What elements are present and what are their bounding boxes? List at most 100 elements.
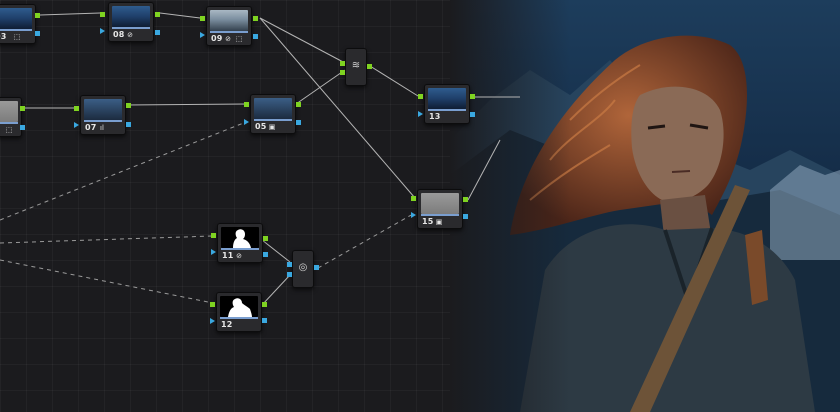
node-11-output[interactable] — [263, 236, 268, 241]
node-13[interactable]: 13 — [424, 84, 470, 124]
edge-dash-key-15 — [317, 213, 414, 269]
node-bar — [210, 31, 248, 33]
node-label: 11 — [222, 251, 234, 260]
node-bar — [112, 27, 150, 29]
disabled-node-icon: ⊘ — [127, 31, 133, 39]
node-05-key-input[interactable] — [244, 119, 249, 125]
node-05-key-output[interactable] — [296, 120, 301, 125]
layer-mixer-node[interactable]: ≋ — [345, 48, 367, 86]
node-label: 03 — [0, 32, 7, 41]
node-09-key-input[interactable] — [200, 32, 205, 38]
layer-mixer-output[interactable] — [367, 64, 372, 69]
node-bar — [0, 122, 18, 124]
node-08-key-input[interactable] — [100, 28, 105, 34]
window-icon: ⬚ — [13, 33, 21, 41]
node-13-input[interactable] — [418, 94, 423, 99]
node-07-key-output[interactable] — [126, 122, 131, 127]
node-08-key-output[interactable] — [155, 30, 160, 35]
disabled-node-icon: ⊘ — [236, 252, 242, 260]
node-11[interactable]: 11 ⊘ — [217, 223, 263, 263]
node-left-partial[interactable]: ⬚ — [0, 97, 22, 137]
key-mixer-icon: ◎ — [298, 262, 308, 273]
edge-dash-05 — [0, 121, 247, 221]
qualifier-icon: ıl — [100, 124, 104, 132]
node-thumbnail — [0, 8, 32, 29]
node-15[interactable]: 15 ▣ — [417, 189, 463, 229]
window-icon: ▣ — [268, 123, 276, 131]
silhouette-matte — [228, 298, 252, 317]
layer-mixer-input-2[interactable] — [340, 70, 345, 75]
node-thumbnail — [221, 227, 259, 248]
node-05[interactable]: 05 ▣ — [250, 94, 296, 134]
node-07-key-input[interactable] — [74, 122, 79, 128]
node-05-input[interactable] — [244, 102, 249, 107]
node-bar — [421, 214, 459, 216]
node-08[interactable]: 08 ⊘ — [108, 2, 154, 42]
node-09-input[interactable] — [200, 16, 205, 21]
edge-05-layer — [295, 69, 346, 105]
node-12[interactable]: 12 — [216, 292, 262, 332]
node-thumbnail — [421, 193, 459, 214]
node-08-output[interactable] — [155, 12, 160, 17]
node-03-key-output[interactable] — [35, 31, 40, 36]
node-15-output[interactable] — [463, 197, 468, 202]
node-label: 12 — [221, 320, 233, 329]
viewer-image — [450, 0, 840, 412]
node-15-key-output[interactable] — [463, 214, 468, 219]
node-thumbnail — [428, 88, 466, 109]
node-03-output[interactable] — [35, 13, 40, 18]
node-12-input[interactable] — [210, 302, 215, 307]
node-11-input[interactable] — [211, 233, 216, 238]
node-07[interactable]: 07 ıl — [80, 95, 126, 135]
node-thumbnail — [112, 6, 150, 27]
node-07-input[interactable] — [74, 106, 79, 111]
node-07-output[interactable] — [126, 103, 131, 108]
node-left-key-output[interactable] — [20, 125, 25, 130]
node-09-output[interactable] — [253, 16, 258, 21]
node-13-output[interactable] — [470, 94, 475, 99]
key-mixer-output[interactable] — [314, 265, 319, 270]
layer-mixer-input-1[interactable] — [340, 61, 345, 66]
edge-09-layer — [259, 17, 346, 64]
node-label: 09 — [211, 34, 223, 43]
node-bar — [84, 120, 122, 122]
edge-dash-12 — [0, 259, 214, 304]
layer-mixer-icon: ≋ — [351, 60, 361, 71]
node-thumbnail — [254, 98, 292, 119]
node-03[interactable]: 03 ⬚ — [0, 4, 36, 44]
node-bar — [254, 119, 292, 121]
key-mixer-input-1[interactable] — [287, 262, 292, 267]
node-left-output[interactable] — [20, 106, 25, 111]
key-mixer-node[interactable]: ◎ — [292, 250, 314, 288]
edge-12-key — [261, 274, 291, 306]
node-label: 13 — [429, 112, 441, 121]
window-icon: ▣ — [435, 218, 443, 226]
node-05-output[interactable] — [296, 102, 301, 107]
node-09-key-output[interactable] — [253, 34, 258, 39]
node-thumbnail — [0, 101, 18, 122]
node-13-key-input[interactable] — [418, 111, 423, 117]
node-09[interactable]: 09 ⊘ ⬚ — [206, 6, 252, 46]
edge-layer-13 — [369, 65, 419, 97]
edge-03-08 — [39, 12, 101, 16]
node-11-key-output[interactable] — [263, 252, 268, 257]
node-08-input[interactable] — [100, 12, 105, 17]
node-12-key-input[interactable] — [210, 318, 215, 324]
node-15-input[interactable] — [411, 196, 416, 201]
node-label: 07 — [85, 123, 97, 132]
node-bar — [220, 317, 258, 319]
node-label: 08 — [113, 30, 125, 39]
node-label: 05 — [255, 122, 267, 131]
edge-08-09 — [159, 12, 201, 19]
disabled-node-icon: ⊘ — [225, 35, 231, 43]
node-13-key-output[interactable] — [470, 112, 475, 117]
node-12-key-output[interactable] — [262, 318, 267, 323]
node-thumbnail — [220, 296, 258, 317]
key-mixer-input-2[interactable] — [287, 272, 292, 277]
node-15-key-input[interactable] — [411, 212, 416, 218]
node-12-output[interactable] — [262, 302, 267, 307]
node-11-key-input[interactable] — [211, 249, 216, 255]
silhouette-matte — [233, 229, 251, 248]
node-thumbnail — [210, 10, 248, 31]
